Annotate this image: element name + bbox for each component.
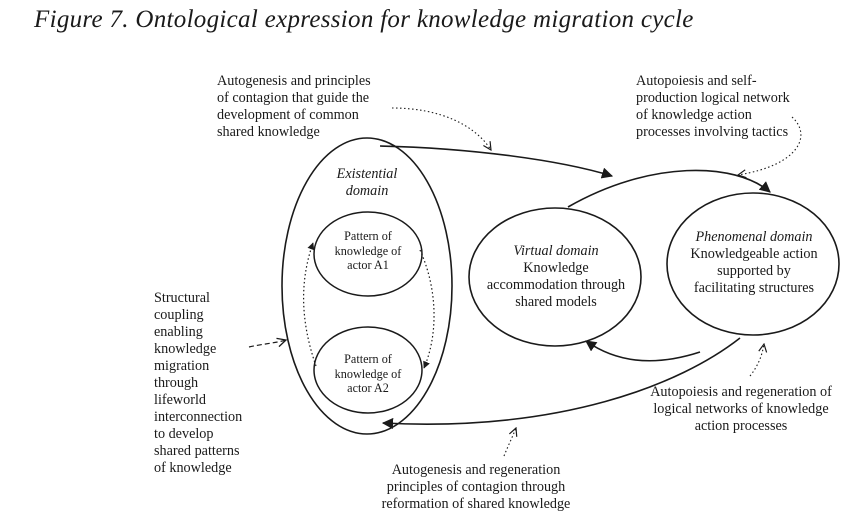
annotation-line: of knowledge: [154, 460, 232, 476]
existential-title-line: domain: [345, 183, 389, 199]
pattern-a2-line: Pattern of: [344, 352, 392, 366]
annotation-line: processes involving tactics: [636, 124, 789, 140]
annotation-line: of contagion that guide the: [217, 90, 370, 106]
annotation-line: Autogenesis and regeneration: [391, 462, 561, 478]
annotation-line: Autogenesis and principles: [217, 73, 371, 89]
pattern-a2-ellipse: [313, 326, 423, 414]
pointer-autopoiesis-bottom: [749, 344, 764, 377]
existential-domain-title: Existential domain: [312, 166, 422, 200]
annotation-structural-coupling: Structural coupling enabling knowledge m…: [154, 290, 242, 477]
virtual-domain-line: accommodation through: [486, 277, 626, 293]
pattern-a1-line: actor A1: [347, 258, 389, 272]
dotted-arrow-a1-to-a2: [419, 249, 435, 369]
annotation-line: knowledge: [154, 341, 217, 357]
pattern-a1-line: knowledge of: [334, 243, 402, 258]
annotation-line: Structural: [154, 290, 210, 306]
annotation-line: shared patterns: [154, 443, 240, 459]
annotation-line: through: [154, 375, 199, 391]
annotation-autogenesis-top: Autogenesis and principles of contagion …: [217, 73, 371, 141]
virtual-domain-ellipse: [468, 207, 642, 347]
pointer-autopoiesis-top: [738, 116, 802, 175]
annotation-line: Autopoiesis and self-: [636, 73, 757, 89]
phenomenal-domain-line: supported by: [717, 263, 791, 279]
phenomenal-domain-line: Knowledgeable action: [690, 246, 818, 262]
annotation-line: production logical network: [636, 90, 790, 106]
annotation-line: development of common: [217, 107, 359, 123]
annotation-line: to develop: [154, 426, 214, 442]
annotation-autogenesis-bottom: Autogenesis and regeneration principles …: [360, 462, 592, 513]
arrow-existential-to-phenomenal: [379, 145, 614, 179]
pattern-a1-line: Pattern of: [344, 229, 392, 243]
arrow-virtual-to-phenomenal: [567, 169, 771, 208]
annotation-line: principles of contagion through: [386, 479, 566, 495]
arrow-phenomenal-to-existential: [381, 337, 741, 430]
phenomenal-domain-ellipse: [666, 192, 840, 336]
pointer-autogenesis-bottom: [503, 428, 516, 457]
phenomenal-domain-label: Phenomenal domain Knowledgeable action s…: [672, 229, 836, 297]
pointer-structural-coupling: [248, 340, 286, 348]
annotation-line: logical networks of knowledge: [653, 401, 829, 417]
phenomenal-domain-title: Phenomenal domain: [695, 229, 813, 245]
pointer-autogenesis-top: [391, 107, 491, 150]
arrow-phenomenal-to-virtual: [585, 340, 701, 362]
pattern-a2-line: knowledge of: [334, 366, 402, 381]
annotation-line: coupling: [154, 307, 204, 323]
annotation-line: action processes: [694, 418, 788, 434]
annotation-autopoiesis-bottom: Autopoiesis and regeneration of logical …: [630, 384, 852, 435]
phenomenal-domain-line: facilitating structures: [693, 280, 815, 296]
figure-title: Figure 7. Ontological expression for kno…: [34, 6, 694, 33]
existential-title-line: Existential: [336, 166, 398, 182]
pattern-a1-label: Pattern of knowledge of actor A1: [318, 229, 418, 273]
dotted-arrow-a2-to-a1: [303, 242, 317, 367]
annotation-line: shared knowledge: [217, 124, 320, 140]
annotation-line: enabling: [154, 324, 203, 340]
existential-domain-ellipse: [281, 137, 453, 435]
virtual-domain-line: shared models: [515, 294, 597, 310]
annotation-line: of knowledge action: [636, 107, 752, 123]
annotation-line: Autopoiesis and regeneration of: [650, 384, 832, 400]
virtual-domain-title: Virtual domain: [513, 243, 599, 259]
pattern-a2-line: actor A2: [347, 381, 389, 395]
pattern-a2-label: Pattern of knowledge of actor A2: [318, 352, 418, 396]
annotation-line: migration: [154, 358, 210, 374]
annotation-autopoiesis-top: Autopoiesis and self- production logical…: [636, 73, 790, 141]
virtual-domain-line: Knowledge: [523, 260, 589, 276]
annotation-line: interconnection: [154, 409, 243, 425]
annotation-line: reformation of shared knowledge: [381, 496, 571, 512]
annotation-line: lifeworld: [154, 392, 207, 408]
virtual-domain-label: Virtual domain Knowledge accommodation t…: [477, 243, 635, 311]
